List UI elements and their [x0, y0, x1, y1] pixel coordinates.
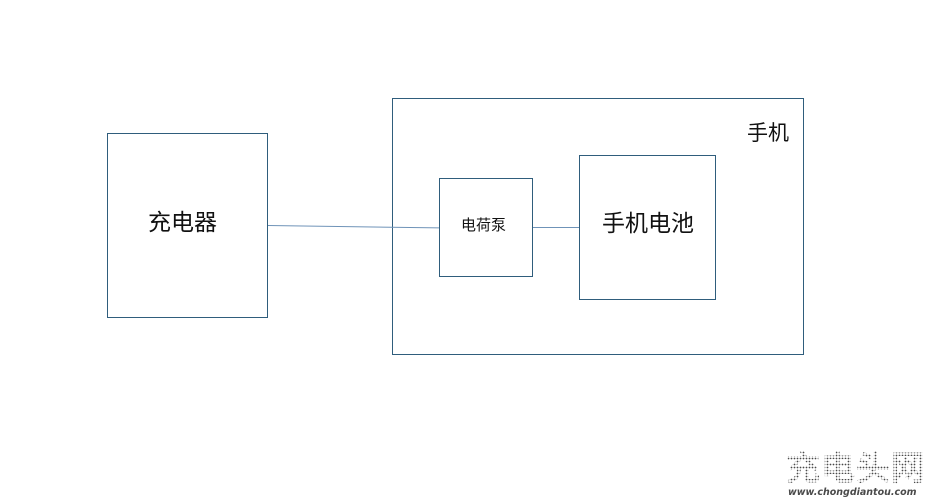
- charger-box: [107, 133, 268, 318]
- charger-label: 充电器: [148, 210, 217, 236]
- battery-label: 手机电池: [602, 211, 694, 237]
- charge-pump-label: 电荷泵: [461, 216, 507, 234]
- battery-box: [579, 155, 716, 300]
- watermark-brand-text: 充电头网: [786, 449, 926, 489]
- pump-to-battery-connector: [533, 227, 579, 228]
- charge-pump-box: [439, 178, 533, 277]
- watermark-url-text: www.chongdiantou.com: [788, 487, 917, 498]
- phone-label: 手机: [747, 121, 789, 145]
- brand-watermark-logo: 充电头网 www.chongdiantou.com: [786, 449, 926, 498]
